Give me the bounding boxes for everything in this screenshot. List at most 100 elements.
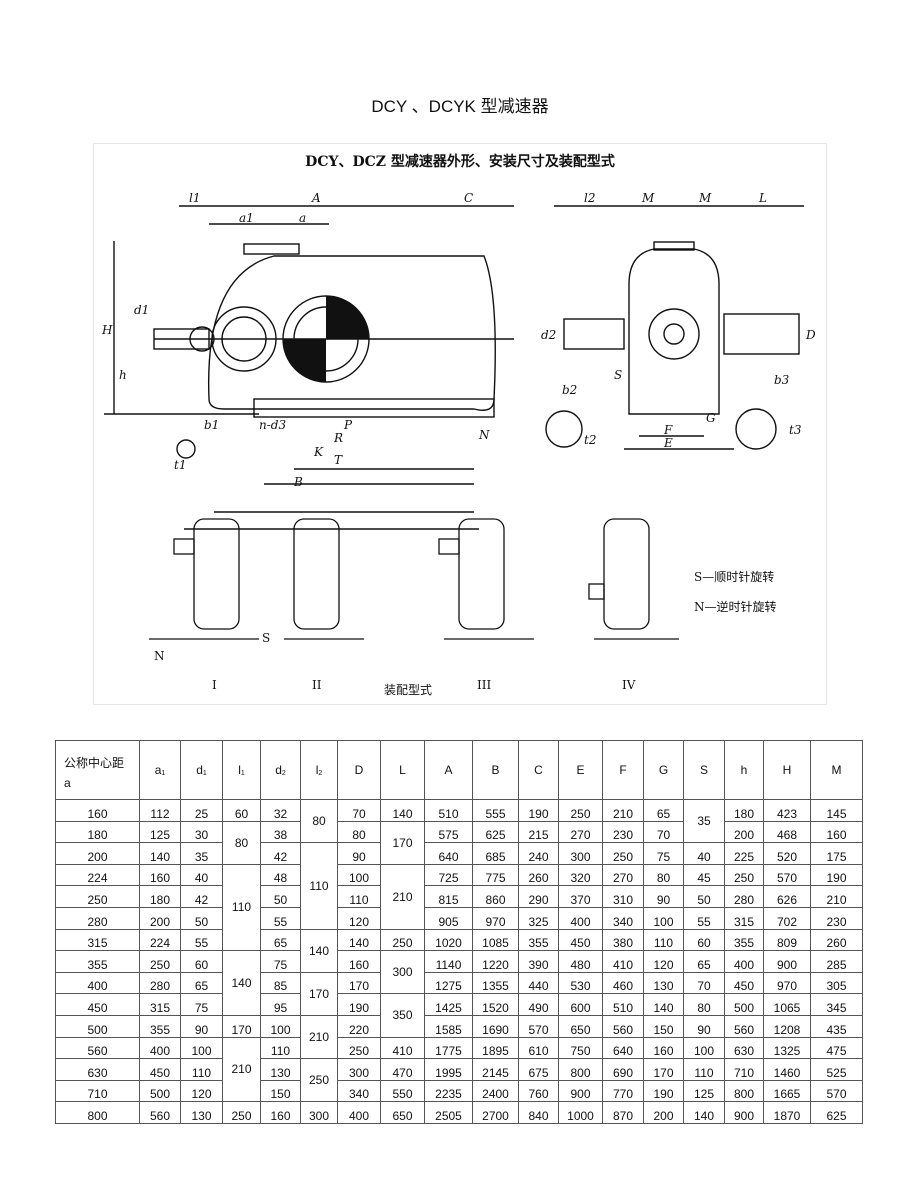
table-cell: 90 — [180, 1014, 223, 1038]
table-cell: 560 — [55, 1036, 140, 1060]
table-cell: 75 — [180, 993, 223, 1016]
table-cell: 315 — [139, 993, 181, 1016]
table-cell: 1208 — [763, 1014, 811, 1038]
table-cell: 150 — [260, 1079, 301, 1103]
table-cell: 90 — [683, 1014, 725, 1038]
svg-text:IV: IV — [622, 678, 636, 692]
table-cell: 60 — [683, 928, 725, 952]
table-cell: 500 — [55, 1014, 140, 1038]
table-cell: 475 — [810, 1036, 863, 1060]
column-header-H: H — [763, 740, 811, 800]
table-cell: 112 — [139, 799, 181, 822]
svg-text:d2: d2 — [541, 328, 556, 342]
table-cell: 1355 — [472, 971, 519, 995]
table-cell: 675 — [518, 1058, 559, 1081]
svg-text:b3: b3 — [774, 373, 790, 387]
svg-text:l1: l1 — [189, 191, 200, 205]
table-cell: 750 — [558, 1036, 603, 1060]
svg-text:N: N — [154, 649, 165, 663]
table-cell: 40 — [683, 842, 725, 865]
table-cell: 610 — [518, 1036, 559, 1060]
drawing-title: DCY、DCZ 型减速器外形、安装尺寸及装配型式 — [305, 153, 615, 170]
table-cell: 725 — [424, 863, 473, 887]
table-cell: 160 — [139, 863, 181, 887]
svg-text:II: II — [312, 678, 322, 692]
table-cell: 1775 — [424, 1036, 473, 1060]
table-cell: 290 — [518, 885, 559, 908]
table-cell: 1665 — [763, 1079, 811, 1103]
table-cell: 160 — [810, 820, 863, 844]
table-cell: 140 — [683, 1101, 725, 1124]
table-cell: 423 — [763, 799, 811, 822]
svg-text:N—逆时针旋转: N—逆时针旋转 — [694, 599, 777, 614]
table-cell: 570 — [518, 1014, 559, 1038]
table-cell: 1585 — [424, 1014, 473, 1038]
document-title: DCY 、DCYK 型减速器 — [371, 97, 549, 116]
table-cell: 685 — [472, 842, 519, 865]
table-cell: 460 — [602, 971, 644, 995]
table-cell: 95 — [260, 993, 301, 1016]
table-cell: 1995 — [424, 1058, 473, 1081]
table-cell: 120 — [180, 1079, 223, 1103]
table-cell: 1085 — [472, 928, 519, 952]
table-cell: 340 — [602, 906, 644, 930]
table-cell: 900 — [724, 1101, 764, 1124]
table-cell: 65 — [643, 799, 684, 822]
table-cell: 215 — [518, 820, 559, 844]
side-dimension-labels: l2 M M L d2 D S b2 b3 F G E t2 t3 — [541, 191, 816, 450]
table-cell: 35 — [683, 798, 725, 844]
table-cell: 80 — [683, 993, 725, 1016]
table-cell: 125 — [683, 1079, 725, 1103]
svg-text:E: E — [663, 436, 673, 450]
table-cell: 125 — [139, 820, 181, 844]
svg-text:F: F — [663, 423, 673, 437]
svg-text:G: G — [706, 411, 716, 425]
table-cell: 630 — [724, 1036, 764, 1060]
table-cell: 775 — [472, 863, 519, 887]
column-header-C: C — [518, 740, 559, 800]
svg-text:K: K — [313, 445, 324, 459]
table-cell: 160 — [260, 1101, 301, 1124]
table-cell: 1220 — [472, 950, 519, 973]
table-cell: 175 — [810, 842, 863, 865]
table-cell: 410 — [602, 950, 644, 973]
table-cell: 90 — [643, 885, 684, 908]
table-cell: 970 — [763, 971, 811, 995]
svg-text:N: N — [478, 428, 490, 442]
svg-text:M: M — [641, 191, 655, 205]
technical-drawing: DCY、DCZ 型减速器外形、安装尺寸及装配型式 l1 A C a1 a H h… — [101, 153, 816, 697]
table-cell: 490 — [518, 993, 559, 1016]
table-cell: 140 — [337, 928, 381, 952]
table-cell: 450 — [55, 993, 140, 1016]
table-cell: 225 — [724, 842, 764, 865]
gear-symbol — [283, 296, 369, 382]
table-cell: 150 — [643, 1014, 684, 1038]
table-cell: 55 — [180, 928, 223, 952]
front-view — [104, 205, 514, 530]
table-cell: 250 — [222, 1101, 261, 1124]
table-cell: 210 — [380, 863, 425, 930]
table-cell: 80 — [643, 863, 684, 887]
table-cell: 45 — [683, 863, 725, 887]
table-cell: 48 — [260, 863, 301, 887]
svg-text:a: a — [299, 211, 306, 225]
table-cell: 570 — [810, 1079, 863, 1103]
table-cell: 110 — [300, 842, 338, 930]
svg-text:l2: l2 — [584, 191, 595, 205]
table-cell: 1325 — [763, 1036, 811, 1060]
table-cell: 55 — [683, 906, 725, 930]
table-cell: 100 — [260, 1014, 301, 1038]
table-cell: 350 — [380, 993, 425, 1038]
table-cell: 340 — [337, 1079, 381, 1103]
assembly-types — [149, 518, 679, 640]
column-header-G: G — [643, 740, 684, 800]
table-cell: 100 — [643, 906, 684, 930]
table-cell: 2235 — [424, 1079, 473, 1103]
